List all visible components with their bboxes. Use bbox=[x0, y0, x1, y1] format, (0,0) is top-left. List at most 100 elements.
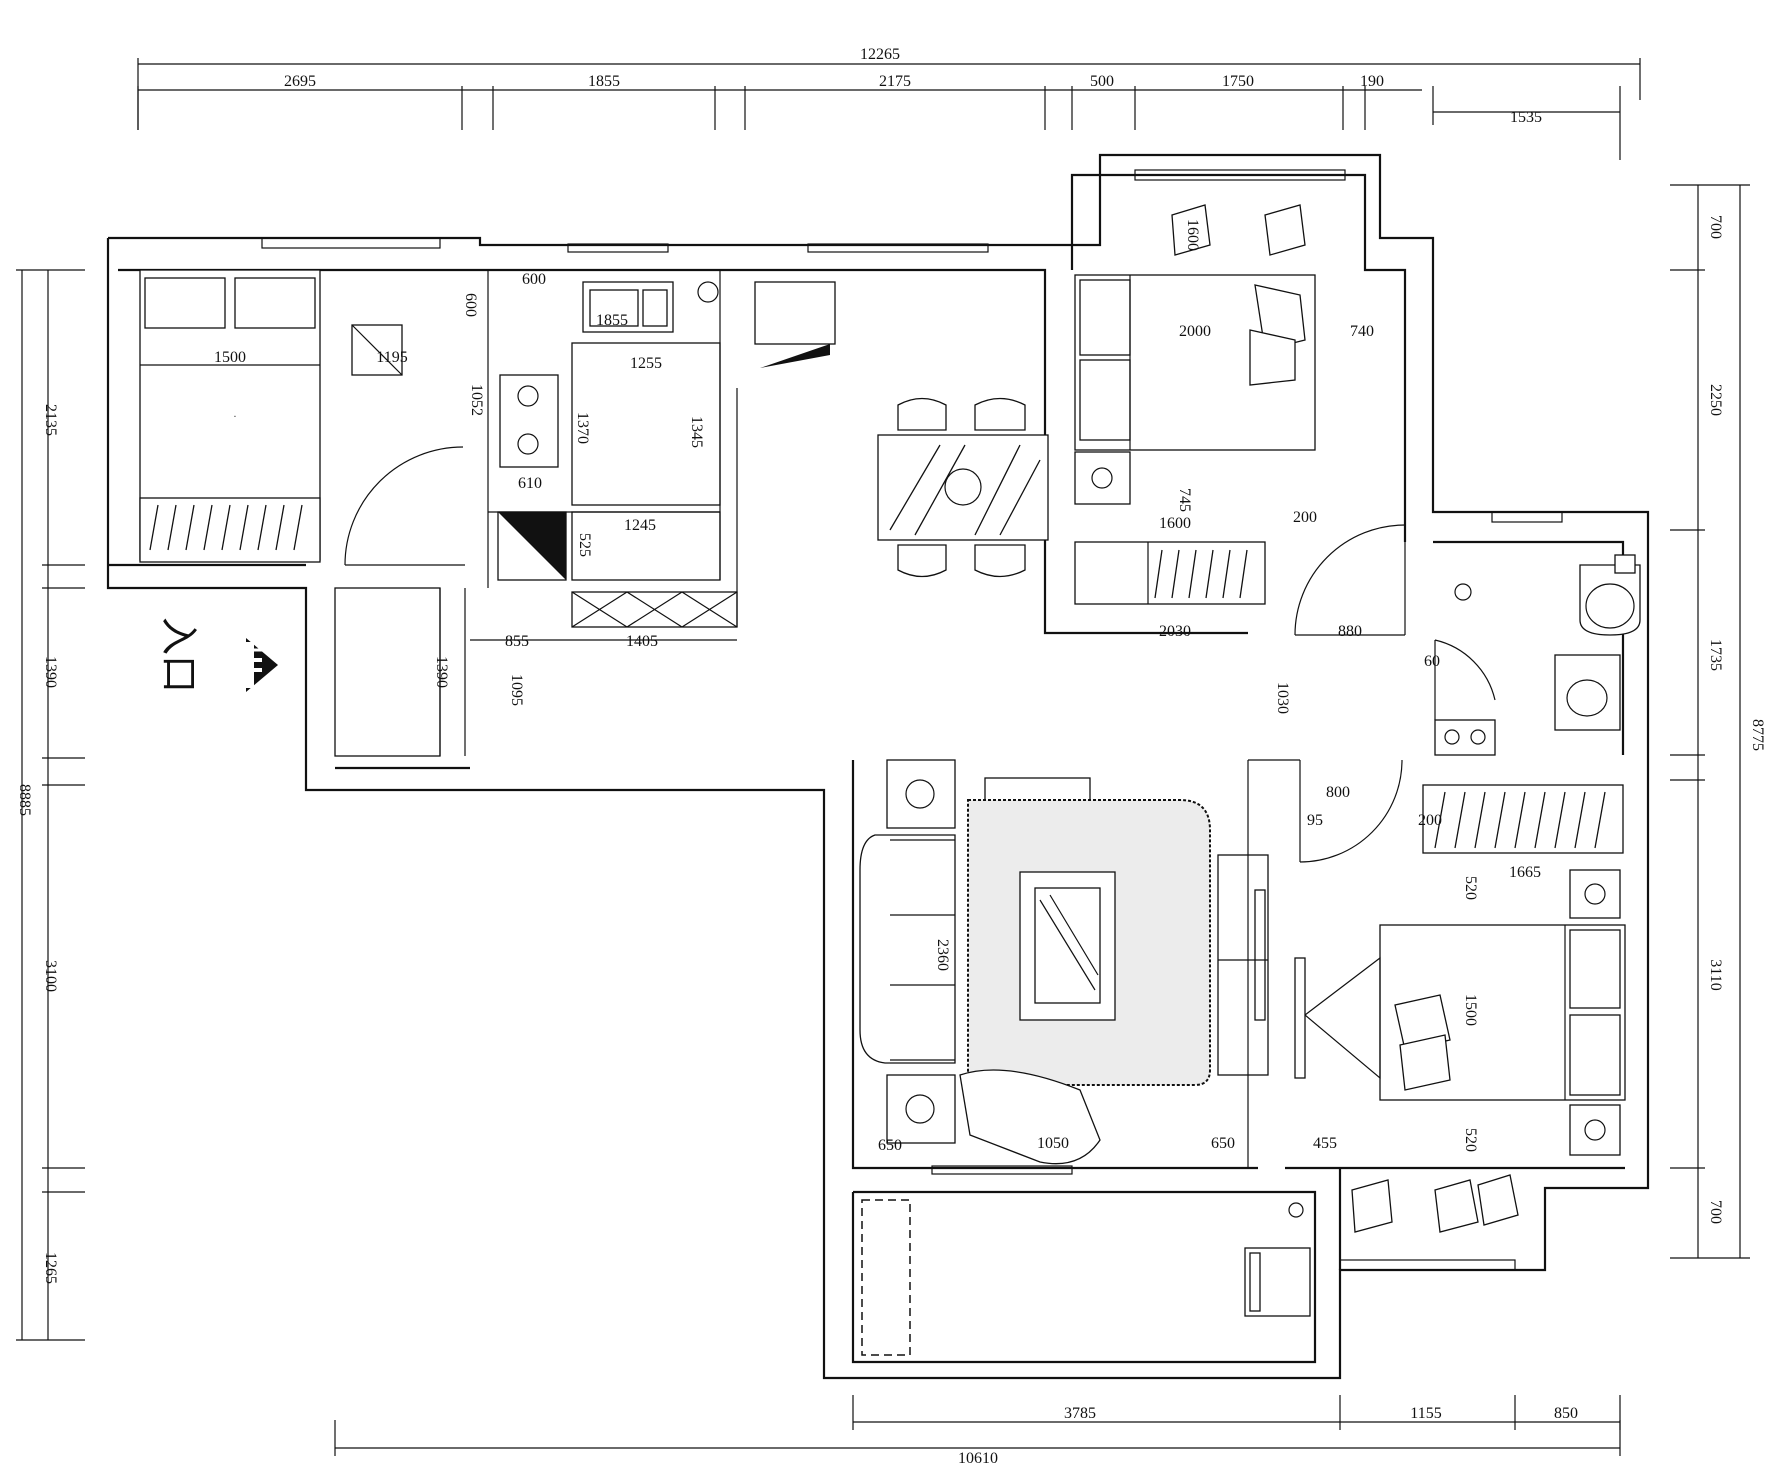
lr-650a: 650 bbox=[878, 1137, 902, 1154]
b2-95: 95 bbox=[1307, 812, 1323, 829]
pillow bbox=[144, 277, 226, 329]
lr-2360: 2360 bbox=[934, 939, 951, 971]
c-880: 880 bbox=[1338, 623, 1362, 640]
dim-right-1: 700 bbox=[1707, 215, 1724, 239]
dim-left-2: 1390 bbox=[42, 656, 59, 688]
left-dimension-lines bbox=[16, 269, 85, 1341]
dim-right-2: 2250 bbox=[1707, 384, 1724, 416]
side-table bbox=[886, 1074, 956, 1144]
dim-left-overall: 8885 bbox=[16, 784, 33, 816]
mb-200: 200 bbox=[1293, 509, 1317, 526]
k-1370: 1370 bbox=[574, 412, 591, 444]
dim-left-1: 2135 bbox=[42, 404, 59, 436]
cushion bbox=[1264, 204, 1306, 256]
bed1-note: · bbox=[233, 412, 236, 423]
c-1030: 1030 bbox=[1274, 682, 1291, 714]
entrance-label: 入口 bbox=[157, 617, 201, 693]
nightstand bbox=[1074, 451, 1131, 505]
top-dimension-lines bbox=[137, 58, 1641, 160]
bed1-window-dim: 1195 bbox=[376, 349, 407, 366]
k-1095: 1095 bbox=[508, 674, 525, 706]
dim-bottom-1: 3785 bbox=[1064, 1405, 1096, 1422]
b2-520b: 520 bbox=[1462, 1128, 1479, 1152]
k-1255: 1255 bbox=[630, 355, 662, 372]
washer bbox=[1434, 719, 1496, 756]
dining-chair bbox=[974, 544, 1026, 578]
dim-top-4: 500 bbox=[1090, 73, 1114, 90]
dining-table bbox=[877, 434, 1049, 541]
wall-cabinet bbox=[754, 281, 836, 345]
k-600-top: 600 bbox=[522, 271, 546, 288]
pillow bbox=[1079, 359, 1131, 441]
cushion bbox=[1249, 329, 1296, 386]
bottom-dimension-lines bbox=[334, 1395, 1621, 1456]
pillow bbox=[1569, 1014, 1621, 1096]
k-1345: 1345 bbox=[688, 416, 705, 448]
b2-455: 455 bbox=[1313, 1135, 1337, 1152]
k-610: 610 bbox=[518, 475, 542, 492]
k-525: 525 bbox=[576, 533, 593, 557]
washbasin bbox=[1554, 654, 1621, 731]
counter-cabinet bbox=[571, 511, 721, 581]
pillow bbox=[1079, 279, 1131, 356]
plant-icon bbox=[1454, 583, 1472, 601]
lr-650b: 650 bbox=[1211, 1135, 1235, 1152]
b2-200: 200 bbox=[1418, 812, 1442, 829]
door-swing bbox=[1299, 759, 1403, 863]
cushion bbox=[1477, 1174, 1519, 1226]
mb-1600: 1600 bbox=[1159, 515, 1191, 532]
dining-chair bbox=[974, 397, 1026, 431]
k-1390: 1390 bbox=[433, 656, 450, 688]
kitchen-island bbox=[571, 342, 721, 506]
storage-cabinet bbox=[861, 1199, 911, 1356]
k-1052: 1052 bbox=[468, 384, 485, 416]
toilet bbox=[1579, 564, 1641, 636]
living-room bbox=[859, 759, 1300, 1168]
balcony bbox=[861, 1199, 1311, 1356]
b2-800: 800 bbox=[1326, 784, 1350, 801]
k-1855: 1855 bbox=[596, 312, 628, 329]
dim-top-overall: 12265 bbox=[860, 46, 900, 63]
side-table bbox=[886, 759, 956, 829]
k-1245: 1245 bbox=[624, 517, 656, 534]
door-swing bbox=[1434, 639, 1496, 720]
cushion bbox=[1351, 1179, 1393, 1233]
dim-bottom-3: 850 bbox=[1554, 1405, 1578, 1422]
door-swing bbox=[344, 446, 465, 566]
k-1405: 1405 bbox=[626, 633, 658, 650]
wardrobe bbox=[1074, 541, 1266, 605]
dim-top-2: 1855 bbox=[588, 73, 620, 90]
pillow bbox=[1569, 929, 1621, 1009]
mb-1600b: 1600 bbox=[1184, 219, 1201, 251]
k-600-side: 600 bbox=[462, 293, 479, 317]
b2-520a: 520 bbox=[1462, 876, 1479, 900]
wardrobe bbox=[1422, 784, 1624, 854]
dim-top-5: 1750 bbox=[1222, 73, 1254, 90]
nightstand bbox=[1569, 869, 1621, 919]
dining-chair bbox=[897, 544, 947, 578]
dining-area bbox=[754, 281, 1049, 578]
bedroom-1 bbox=[139, 269, 465, 566]
k-855: 855 bbox=[505, 633, 529, 650]
entry-area bbox=[242, 587, 466, 757]
c-60: 60 bbox=[1424, 653, 1440, 670]
cushion bbox=[1399, 1034, 1451, 1091]
dining-chair bbox=[897, 397, 947, 431]
cushion bbox=[1171, 204, 1211, 256]
mb-745: 745 bbox=[1176, 488, 1193, 512]
master-bedroom bbox=[1074, 204, 1406, 636]
c-2030: 2030 bbox=[1159, 623, 1191, 640]
dim-bottom-overall: 10610 bbox=[958, 1450, 998, 1465]
mb-740: 740 bbox=[1350, 323, 1374, 340]
right-dimension-lines bbox=[1670, 184, 1750, 1259]
centerpiece bbox=[944, 468, 982, 506]
dim-top-6: 190 bbox=[1360, 73, 1384, 90]
cooktop bbox=[499, 374, 559, 468]
dim-top-7: 1535 bbox=[1510, 109, 1542, 126]
nightstand bbox=[1569, 1104, 1621, 1156]
dim-right-5: 700 bbox=[1707, 1200, 1724, 1224]
bedroom-2 bbox=[1294, 759, 1626, 1233]
b2-1665: 1665 bbox=[1509, 864, 1541, 881]
dim-top-1: 2695 bbox=[284, 73, 316, 90]
mb-2000: 2000 bbox=[1179, 323, 1211, 340]
